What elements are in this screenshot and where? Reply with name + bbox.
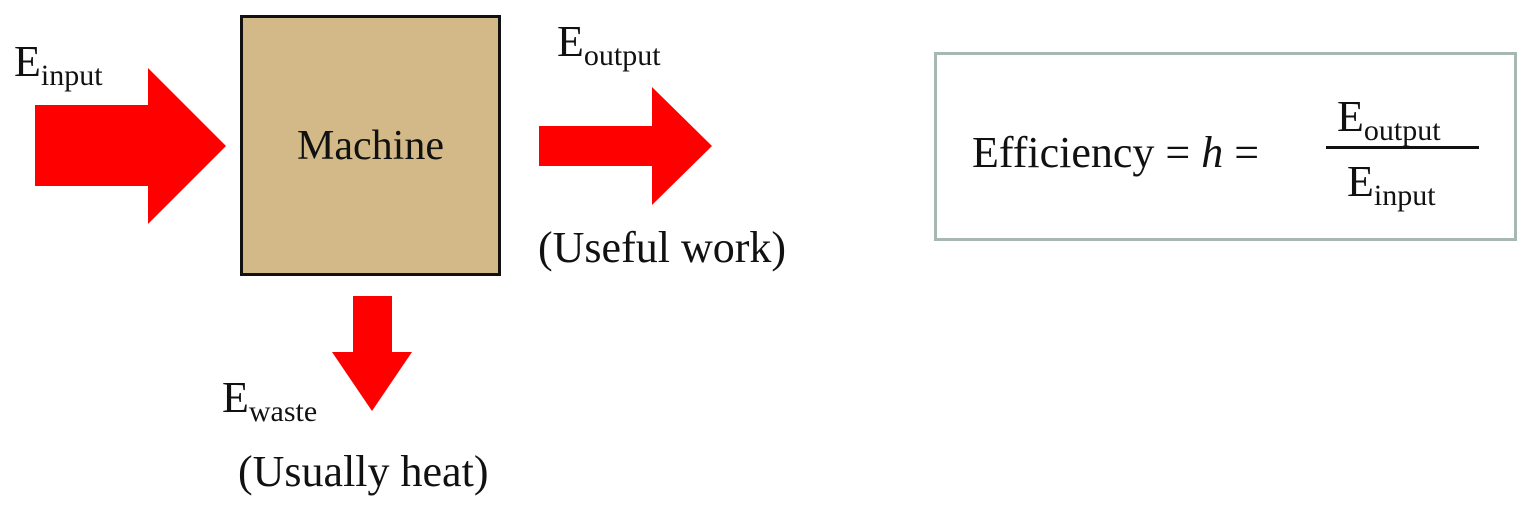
denominator-base: E <box>1347 157 1374 206</box>
fraction-numerator: Eoutput <box>1337 95 1441 146</box>
fraction-denominator: Einput <box>1347 160 1436 211</box>
machine-box: Machine <box>240 15 501 276</box>
denominator-sub: input <box>1373 179 1436 212</box>
waste-energy-base: E <box>222 373 249 422</box>
input-energy-label: Einput <box>14 40 103 91</box>
efficiency-equals: = <box>1223 128 1260 177</box>
machine-label: Machine <box>297 122 444 169</box>
waste-energy-label: Ewaste <box>222 376 317 427</box>
usually-heat-note: (Usually heat) <box>238 447 489 496</box>
efficiency-word: Efficiency = <box>972 128 1202 177</box>
efficiency-symbol: h <box>1201 128 1224 177</box>
output-energy-base: E <box>557 17 584 66</box>
output-energy-sub: output <box>583 39 661 72</box>
waste-energy-sub: waste <box>248 395 318 428</box>
efficiency-equation-lhs: Efficiency = h = <box>972 131 1259 175</box>
input-energy-base: E <box>14 37 41 86</box>
numerator-sub: output <box>1363 114 1441 147</box>
waste-arrow <box>332 296 412 411</box>
numerator-base: E <box>1337 92 1364 141</box>
output-arrow <box>539 87 712 205</box>
useful-work-note: (Useful work) <box>538 223 787 272</box>
output-energy-label: Eoutput <box>557 20 661 71</box>
input-arrow <box>35 68 226 224</box>
fraction-bar <box>1326 146 1479 149</box>
input-energy-sub: input <box>40 59 103 92</box>
